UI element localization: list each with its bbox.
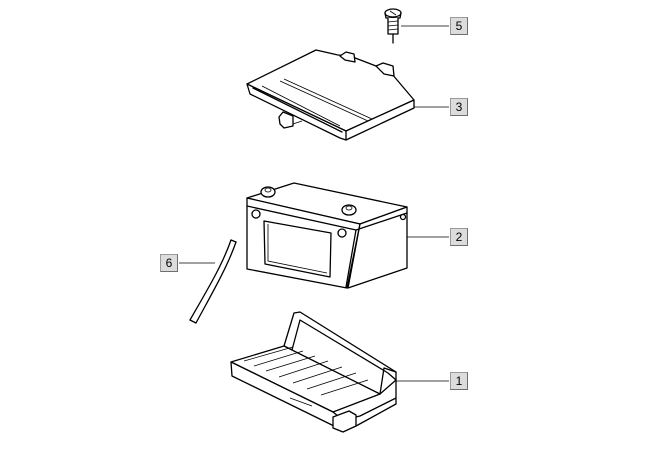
cover-part[interactable] <box>246 49 415 141</box>
callout-3[interactable]: 3 <box>450 98 468 116</box>
screw-part[interactable] <box>384 8 402 44</box>
battery-part[interactable] <box>246 182 408 289</box>
callout-1[interactable]: 1 <box>450 372 468 390</box>
vent-tube-part[interactable] <box>189 239 237 324</box>
callout-6[interactable]: 6 <box>160 254 178 272</box>
tray-part[interactable] <box>230 311 397 433</box>
callout-5[interactable]: 5 <box>450 17 468 35</box>
callout-2[interactable]: 2 <box>450 228 468 246</box>
